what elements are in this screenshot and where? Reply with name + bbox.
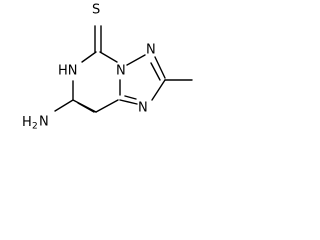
bond-n3-c2-inner — [150, 62, 161, 81]
molecule-structure: S HN N N N H 2 N — [22, 3, 193, 132]
bond-n1-c8a — [119, 99, 138, 105]
atom-label-n-bridge: N — [116, 64, 126, 79]
atom-label-s: S — [92, 3, 100, 18]
atom-label-nh: HN — [58, 64, 78, 79]
bond-n3-c2 — [154, 56, 166, 79]
atom-label-n-lower: N — [138, 101, 148, 116]
bond-n1-c8a-inner — [124, 95, 137, 100]
atom-label-amino-h: H — [22, 115, 32, 130]
atom-label-n-upper: N — [146, 43, 156, 58]
bond-c5-n6 — [81, 51, 97, 63]
bond-n4-n3 — [126, 54, 146, 66]
bond-c8-c8a — [95, 99, 119, 113]
amino-h2-text: H — [22, 115, 32, 130]
atom-label-amino-sub: 2 — [32, 122, 38, 132]
bond-c7-nh2 — [54, 99, 74, 112]
bond-c7-c8-inner — [77, 102, 95, 113]
bond-c5-n4 — [99, 51, 118, 63]
atom-label-amino-n: N — [39, 115, 49, 130]
bond-c2-n1 — [151, 79, 166, 101]
